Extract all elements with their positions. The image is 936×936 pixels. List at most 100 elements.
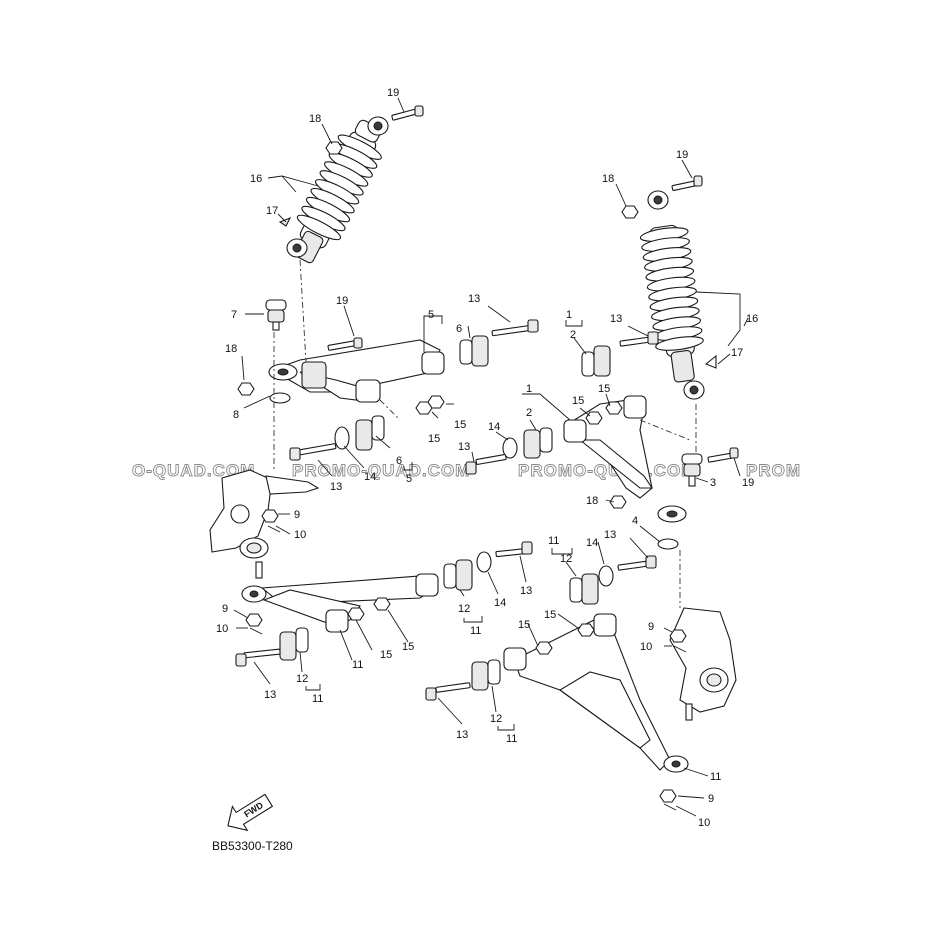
left-lower-bolt-rear (235, 648, 281, 667)
watermark-center-right: PROMO-QUAD.COM (518, 461, 696, 480)
watermark-right: PROM (746, 461, 801, 480)
callout-9-left-upper: 9 (294, 509, 300, 521)
callout-14-right-upper: 14 (488, 421, 500, 433)
right-shock-label-plate (704, 354, 717, 369)
left-lower-nut-a (347, 607, 365, 621)
fwd-arrow-icon: FWD (227, 793, 274, 832)
right-lower-nut-b (535, 641, 553, 655)
alignment-lines (273, 259, 697, 608)
callout-15-left-upper-a: 15 (428, 433, 440, 445)
callout-1-right-lower: 1 (526, 383, 532, 395)
left-ball-joint-nut (237, 382, 255, 396)
right-lower-bushing-front (569, 573, 599, 605)
left-lower-arm (241, 573, 439, 633)
callout-15-left-lower-a: 15 (380, 649, 392, 661)
left-upper-arm-front-boss (421, 351, 445, 375)
left-upper-bushing-rear (355, 415, 385, 451)
left-shock-absorber (278, 116, 389, 264)
left-knuckle-nut-upper (261, 509, 279, 523)
left-upper-bolt-front (491, 319, 539, 337)
right-ball-joint-circlip (657, 538, 679, 550)
right-ball-joint (681, 453, 703, 487)
left-upper-bolt-rear (289, 443, 337, 461)
left-lower-nut-b (373, 597, 391, 611)
right-ball-joint-nut (609, 495, 627, 509)
callout-10-right-lower-arm: 10 (698, 817, 710, 829)
right-knuckle-nut (669, 629, 687, 643)
right-shock-absorber (639, 190, 705, 400)
callout-14-left-lower: 14 (494, 597, 506, 609)
right-upper-thrust-washer (502, 437, 518, 459)
callout-11-left-lower-rear: 11 (312, 693, 323, 705)
left-upper-arm-rear-boss (355, 379, 381, 403)
callout-15-left-lower-b: 15 (402, 641, 414, 653)
callout-1-right-upper: 1 (566, 309, 572, 321)
callout-18-right-ball-joint: 18 (586, 495, 598, 507)
left-cotter-pin-upper (267, 525, 281, 533)
callout-13-right-upper-rear: 13 (610, 313, 622, 325)
right-lower-bushing-rear (471, 659, 501, 691)
callout-7: 7 (231, 309, 237, 321)
callout-18-left-shock: 18 (309, 113, 321, 125)
watermark-left: O-QUAD.COM (132, 461, 255, 480)
callout-13-left-upper-rear: 13 (330, 481, 342, 493)
callout-15-right-lower-b: 15 (518, 619, 530, 631)
figure-code: BB53300-T280 (212, 839, 293, 853)
right-upper-nut-a (585, 411, 603, 425)
callout-11-left-lower-front: 11 (470, 625, 481, 637)
watermark-center-left: PROMO-QUAD.COM (292, 461, 470, 480)
callout-13-left-lower-front: 13 (520, 585, 532, 597)
callout-15-right-upper-b: 15 (598, 383, 610, 395)
callout-2-right-lower: 2 (526, 407, 532, 419)
right-lower-bolt-front (617, 555, 657, 571)
callout-4: 4 (632, 515, 638, 527)
callout-9-right-lower-arm: 9 (708, 793, 714, 805)
right-lower-nut-a (577, 623, 595, 637)
callout-15-right-lower-a: 15 (544, 609, 556, 621)
callout-11-left-lower: 11 (352, 659, 363, 671)
callout-11-right-lower-front: 11 (548, 535, 559, 547)
callout-18-left-ball-joint: 18 (225, 343, 237, 355)
callout-17-left-shock: 17 (266, 205, 278, 217)
left-upper-nut-b (427, 395, 445, 409)
callout-19-left-shock: 19 (387, 87, 399, 99)
callout-13-right-lower-front: 13 (604, 529, 616, 541)
callout-14-right-lower: 14 (586, 537, 598, 549)
callout-3: 3 (710, 477, 716, 489)
left-knuckle-nut-lower (245, 613, 263, 627)
left-lower-bushing-rear (279, 627, 309, 661)
callout-6-upper: 6 (456, 323, 462, 335)
callout-labels: 19 18 16 17 19 18 16 17 7 18 8 19 5 6 13… (216, 87, 758, 829)
leader-lines (233, 97, 749, 817)
callout-15-left-upper-b: 15 (454, 419, 466, 431)
callout-13-right-lower-rear: 13 (456, 729, 468, 741)
callout-6-lower: 6 (396, 455, 402, 467)
callout-19-right-shock: 19 (676, 149, 688, 161)
callout-10-left-upper: 10 (294, 529, 306, 541)
callout-13-right-upper-front: 13 (458, 441, 470, 453)
callout-16-right-shock: 16 (746, 313, 758, 325)
right-lower-arm-nut (659, 789, 677, 803)
right-lower-arm (503, 613, 689, 773)
callout-8: 8 (233, 409, 239, 421)
callout-13-left-upper-front: 13 (468, 293, 480, 305)
left-shock-top-nut (325, 141, 343, 155)
callout-17-right-shock: 17 (731, 347, 743, 359)
callout-15-right-upper-a: 15 (572, 395, 584, 407)
left-steering-knuckle (209, 469, 320, 579)
right-lower-cotter-pin (663, 803, 677, 811)
callout-11-right-lower-arm: 11 (710, 771, 721, 783)
right-knuckle-cotter-pin (673, 645, 687, 653)
right-upper-bushing-front (523, 427, 553, 459)
callout-9-left-lower: 9 (222, 603, 228, 615)
right-shock-top-nut (621, 205, 639, 219)
left-lower-bolt-front (495, 541, 533, 558)
right-steering-knuckle (669, 607, 737, 721)
callout-11-right-lower-rear: 11 (506, 733, 517, 745)
left-cotter-pin-lower (249, 627, 263, 635)
callout-12-left-lower-front: 12 (458, 603, 470, 615)
right-ball-joint-bolt (707, 447, 739, 463)
left-upper-bushing-front (459, 335, 489, 367)
right-lower-thrust-washer (598, 565, 614, 587)
